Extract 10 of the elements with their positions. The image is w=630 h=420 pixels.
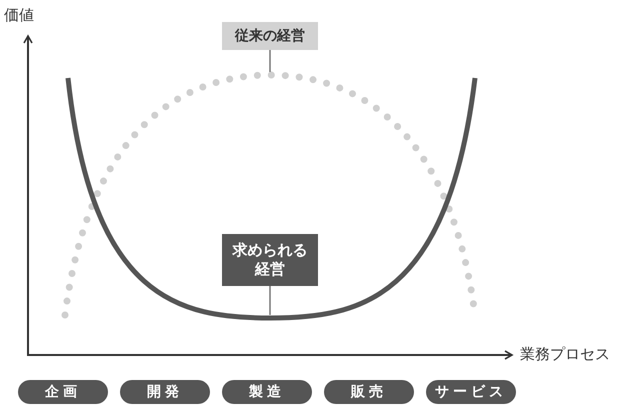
leader-line: [269, 286, 271, 315]
process-pill: 製造: [222, 380, 312, 404]
process-pill: 開発: [120, 380, 210, 404]
axis-label: 業務プロセス: [520, 345, 610, 364]
process-pill: サービス: [426, 380, 516, 404]
process-pill: 販売: [324, 380, 414, 404]
leader-line: [269, 50, 271, 72]
axis-label: 価値: [4, 6, 34, 25]
process-pill: 企画: [18, 380, 108, 404]
label-box: 従来の経営: [222, 22, 318, 50]
